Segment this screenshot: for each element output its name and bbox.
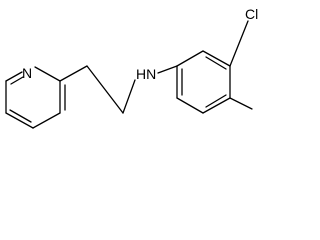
pyridine-nitrogen-label: N xyxy=(22,65,32,81)
bond xyxy=(229,20,249,67)
bond xyxy=(202,97,231,114)
linker-bonds xyxy=(59,65,178,114)
molecule-structure: N HN Cl xyxy=(0,0,306,150)
bond xyxy=(205,56,227,70)
bond xyxy=(202,50,231,67)
bond xyxy=(5,112,34,129)
bond xyxy=(157,65,178,74)
chlorine-label: Cl xyxy=(245,6,258,22)
bond xyxy=(86,65,124,114)
bond xyxy=(176,97,204,114)
amine-nh-label: HN xyxy=(136,66,156,82)
bond xyxy=(59,65,88,82)
chlorotoluene-ring xyxy=(176,50,231,114)
bond xyxy=(10,76,24,85)
substituent-bonds xyxy=(229,20,253,110)
bond xyxy=(5,71,23,82)
bond xyxy=(176,50,204,67)
bond xyxy=(9,109,32,123)
bond xyxy=(122,79,136,114)
bond xyxy=(229,97,253,110)
pyridine-ring xyxy=(5,66,66,129)
bond xyxy=(34,66,61,82)
canvas-background xyxy=(0,0,306,150)
bond xyxy=(32,112,61,129)
bond xyxy=(205,94,227,108)
